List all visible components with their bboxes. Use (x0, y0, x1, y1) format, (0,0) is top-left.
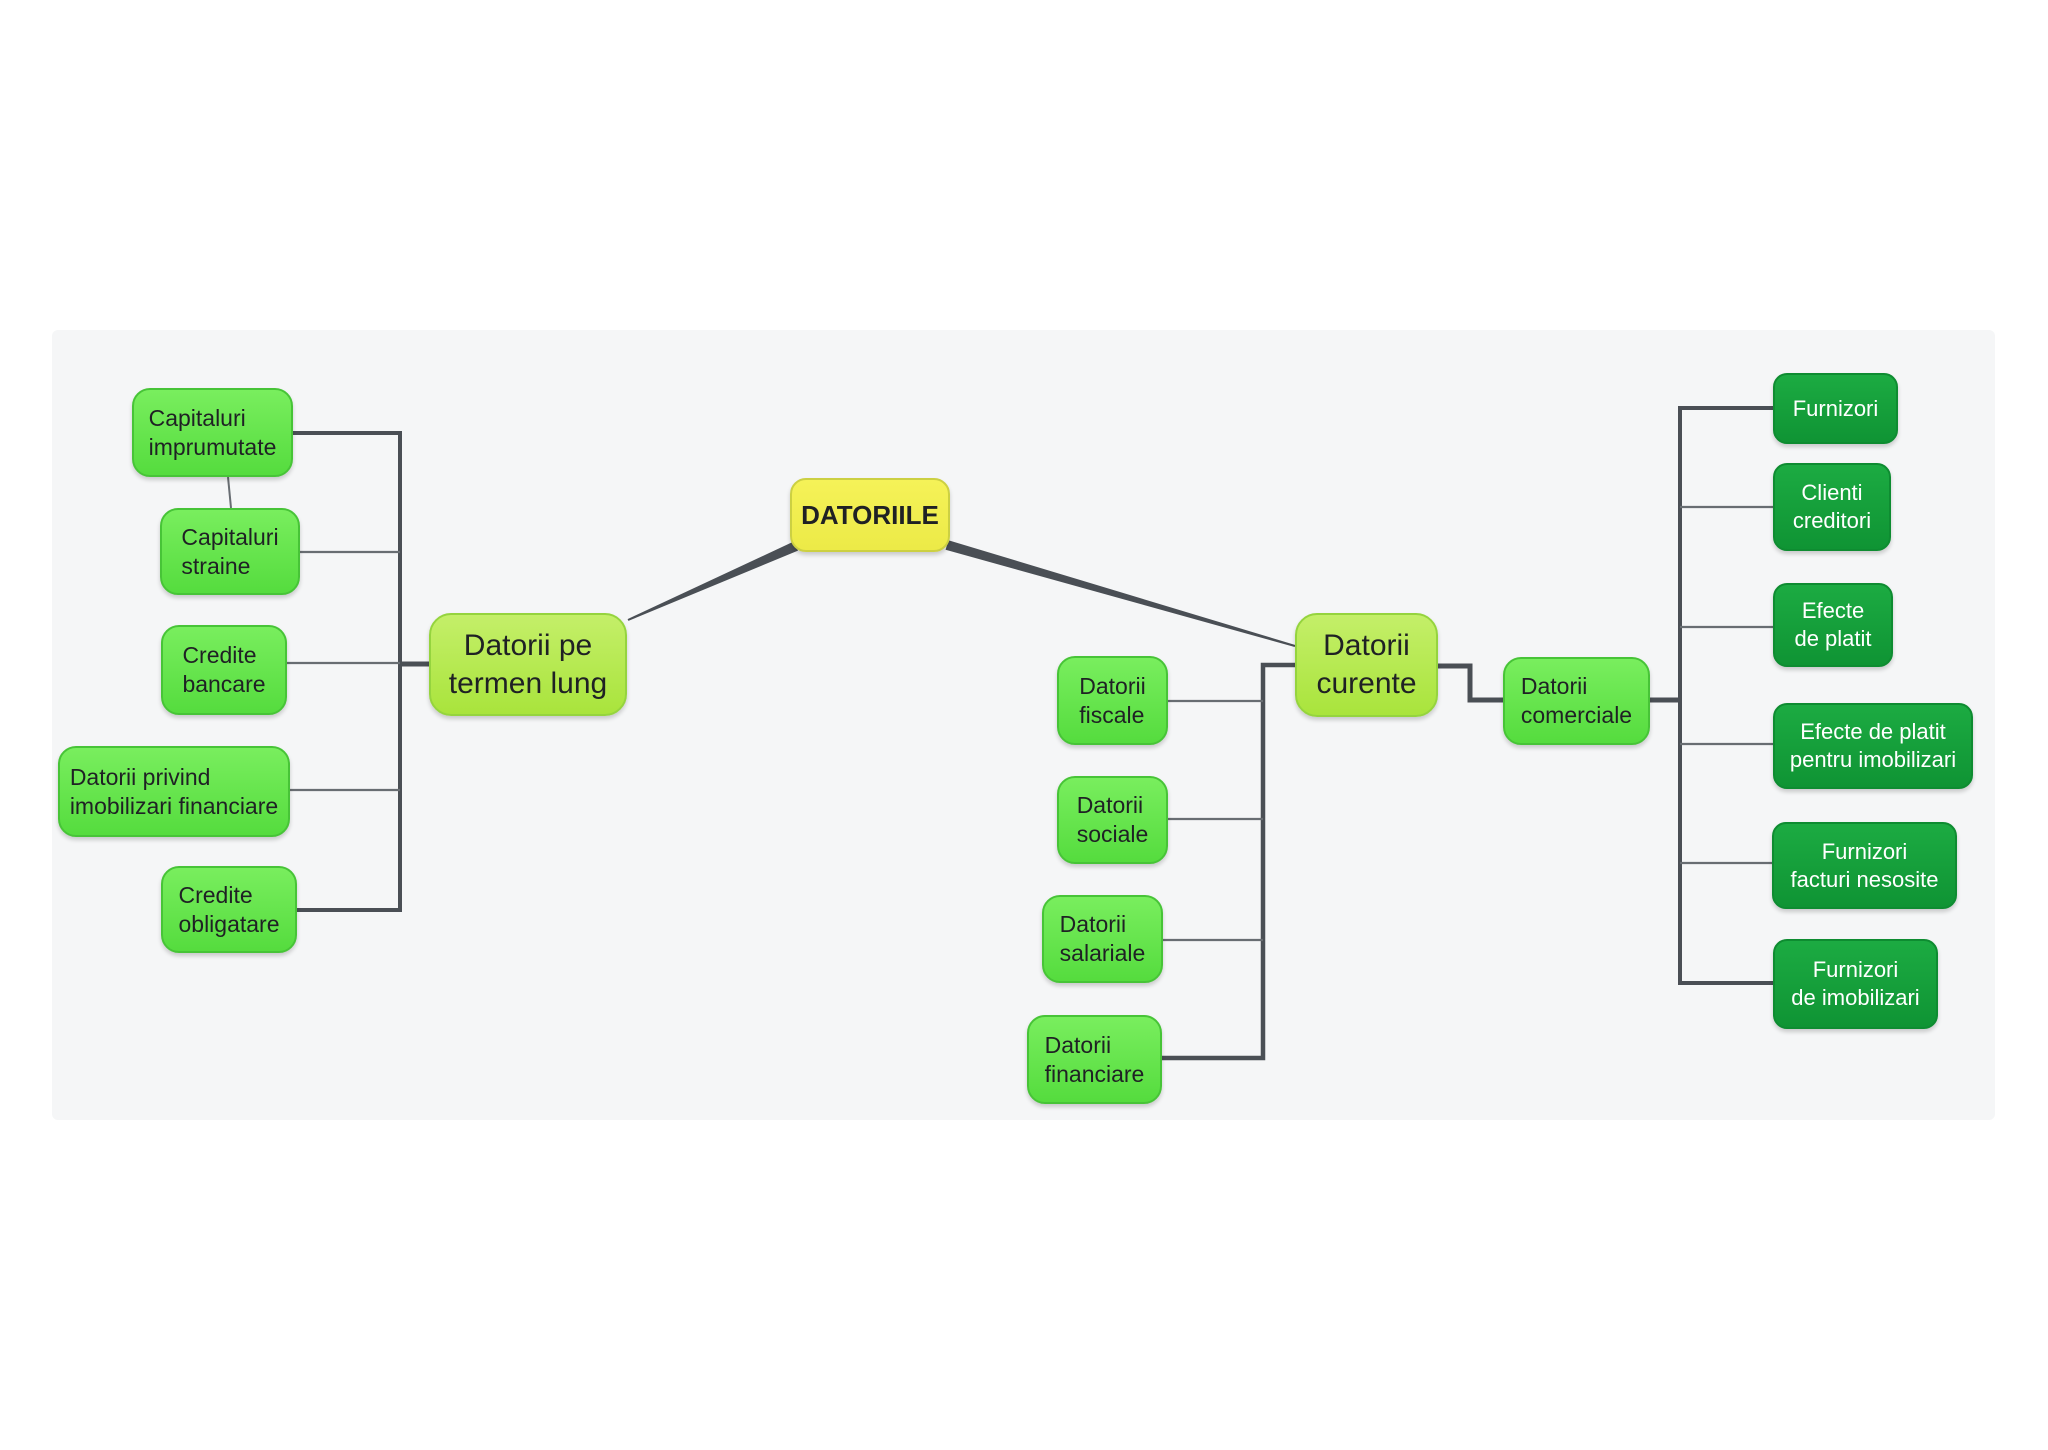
node-efecte-de-platit-label: Efecte de platit (1794, 598, 1872, 651)
node-credite-obligatare[interactable]: Credite obligatare (161, 866, 297, 953)
node-credite-obligatare-label: Credite obligatare (178, 881, 280, 937)
node-datoriile-label: DATORIILE (801, 499, 939, 530)
node-clienti-creditori-label: Clienti creditori (1792, 480, 1872, 533)
node-datorii-curente[interactable]: Datorii curente (1295, 613, 1438, 717)
node-efecte-de-platit-pentru-imobilizari-label: Efecte de platit pentru imobilizari (1789, 719, 1957, 772)
node-furnizori-facturi-nesosite[interactable]: Furnizori facturi nesosite (1772, 822, 1957, 909)
node-datorii-sociale-label: Datorii sociale (1076, 792, 1149, 847)
node-datorii-fiscale-label: Datorii fiscale (1079, 672, 1146, 728)
node-datorii-privind-imobilizari-financiare[interactable]: Datorii privind imobilizari financiare (58, 746, 290, 837)
node-datorii-salariale-label: Datorii salariale (1059, 911, 1146, 966)
node-datorii-salariale[interactable]: Datorii salariale (1042, 895, 1163, 983)
node-furnizori-de-imobilizari[interactable]: Furnizori de imobilizari (1773, 939, 1938, 1029)
node-capitaluri-straine[interactable]: Capitaluri straine (160, 508, 300, 595)
node-capitaluri-imprumutate-label: Capitaluri imprumutate (148, 404, 277, 460)
node-datoriile[interactable]: DATORIILE (790, 478, 950, 552)
node-capitaluri-imprumutate[interactable]: Capitaluri imprumutate (132, 388, 293, 477)
node-datorii-privind-imobilizari-financiare-label: Datorii privind imobilizari financiare (69, 763, 279, 819)
node-datorii-pe-termen-lung-label: Datorii pe termen lung (448, 628, 608, 700)
node-clienti-creditori[interactable]: Clienti creditori (1773, 463, 1891, 551)
node-furnizori-de-imobilizari-label: Furnizori de imobilizari (1791, 957, 1920, 1010)
node-credite-bancare-label: Credite bancare (182, 642, 266, 697)
node-datorii-comerciale[interactable]: Datorii comerciale (1503, 657, 1650, 745)
node-credite-bancare[interactable]: Credite bancare (161, 625, 287, 715)
node-datorii-pe-termen-lung[interactable]: Datorii pe termen lung (429, 613, 627, 716)
node-datorii-financiare-label: Datorii financiare (1044, 1031, 1145, 1087)
node-datorii-comerciale-label: Datorii comerciale (1520, 673, 1633, 728)
node-datorii-curente-label: Datorii curente (1316, 629, 1417, 700)
node-datorii-financiare[interactable]: Datorii financiare (1027, 1015, 1162, 1104)
diagram-panel (52, 330, 1995, 1120)
node-furnizori-label: Furnizori (1792, 395, 1879, 421)
node-datorii-sociale[interactable]: Datorii sociale (1057, 776, 1168, 864)
node-efecte-de-platit[interactable]: Efecte de platit (1773, 583, 1893, 667)
node-efecte-de-platit-pentru-imobilizari[interactable]: Efecte de platit pentru imobilizari (1773, 703, 1973, 789)
node-furnizori-facturi-nesosite-label: Furnizori facturi nesosite (1790, 838, 1939, 892)
node-capitaluri-straine-label: Capitaluri straine (181, 523, 279, 579)
node-furnizori[interactable]: Furnizori (1773, 373, 1898, 444)
node-datorii-fiscale[interactable]: Datorii fiscale (1057, 656, 1168, 745)
